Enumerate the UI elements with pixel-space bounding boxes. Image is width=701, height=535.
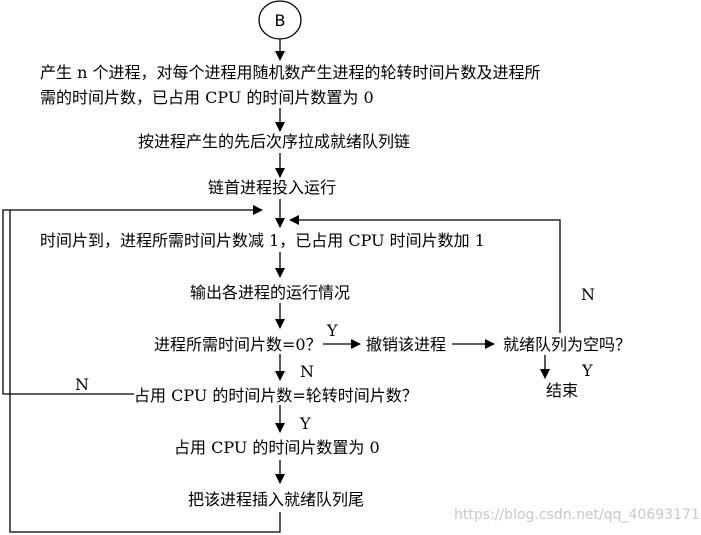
decision-check-empty: 就绪队列为空吗？	[503, 335, 632, 354]
decision-check-need: 进程所需时间片数=0？	[154, 335, 322, 354]
label-quantum-yes: Y	[300, 414, 311, 433]
start-connector-label: B	[274, 11, 286, 30]
step-insert-tail: 把该进程插入就绪队列尾	[188, 490, 365, 509]
step-remove: 撤销该进程	[366, 335, 447, 354]
step-output: 输出各进程的运行情况	[190, 283, 351, 302]
arrow-check-quantum-no-loop	[2, 205, 263, 395]
step-init-line2: 需的时间片数，已占用 CPU 的时间片数置为 0	[40, 88, 374, 107]
decision-check-quantum: 占用 CPU 的时间片数=轮转时间片数？	[134, 386, 418, 405]
label-empty-no: N	[581, 285, 595, 304]
step-queue-build: 按进程产生的先后次序拉成就绪队列链	[138, 132, 411, 151]
step-reset: 占用 CPU 的时间片数置为 0	[174, 438, 380, 457]
step-run-head: 链首进程投入运行	[208, 178, 337, 197]
label-quantum-no: N	[75, 375, 89, 394]
label-empty-yes: Y	[582, 361, 593, 380]
step-init-line1: 产生 n 个进程，对每个进程用随机数产生进程的轮转时间片数及进程所	[40, 63, 541, 82]
arrow-check-empty-no-loop	[289, 215, 561, 333]
step-timeslice: 时间片到，进程所需时间片数减 1，已占用 CPU 时间片数加 1	[40, 231, 485, 250]
label-need-yes: Y	[327, 321, 338, 340]
watermark: https://blog.csdn.net/qq_40693171	[454, 507, 700, 523]
label-need-no: N	[300, 362, 314, 381]
step-end: 结束	[546, 381, 579, 400]
arrow-insert-tail-loop	[9, 210, 281, 533]
